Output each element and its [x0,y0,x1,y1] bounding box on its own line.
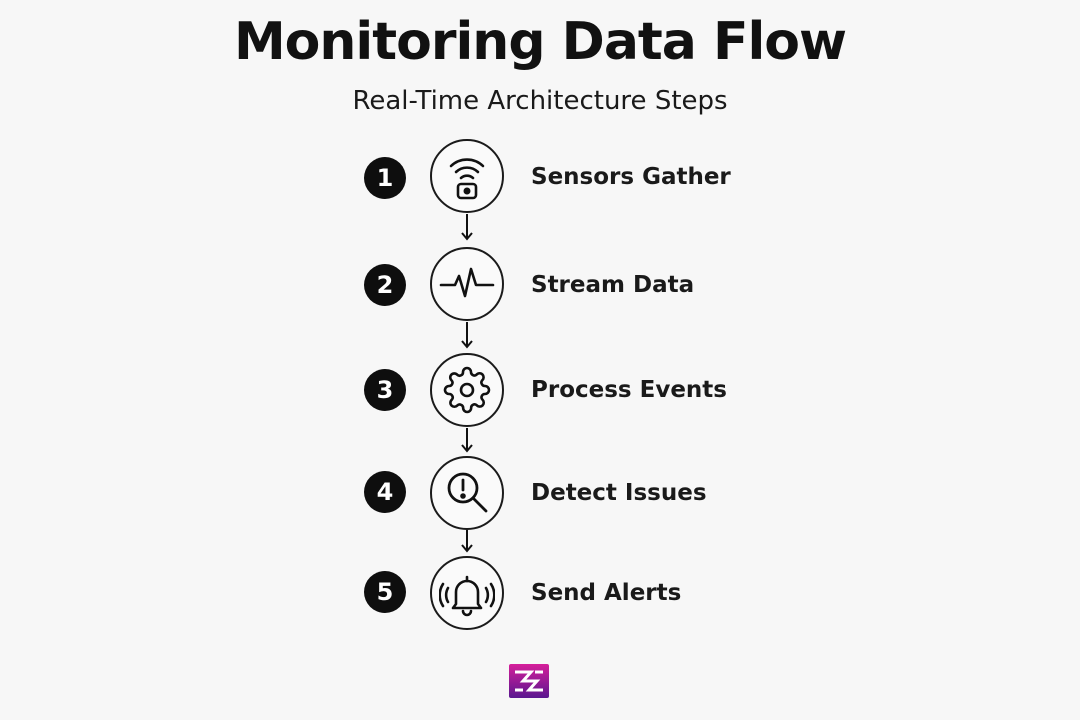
flow-arrow-1 [461,214,473,241]
step-1-number: 1 [364,157,406,199]
flow-arrow-2 [461,322,473,349]
bell-ringing-icon [439,575,495,617]
diagram-subtitle: Real-Time Architecture Steps [352,86,728,116]
gear-icon [443,366,491,414]
brand-logo [509,664,549,698]
step-1-label: Sensors Gather [531,164,731,190]
step-5-icon-circle [430,556,504,630]
step-4-number: 4 [364,471,406,513]
step-3-icon-circle [430,353,504,427]
step-5-number: 5 [364,571,406,613]
step-2-number: 2 [364,264,406,306]
wifi-lock-icon [449,158,485,200]
step-3-label: Process Events [531,377,727,403]
diagram-title: Monitoring Data Flow [233,12,847,72]
flow-arrow-4 [461,530,473,553]
step-5-label: Send Alerts [531,580,682,606]
step-2-icon-circle [430,247,504,321]
step-3-number: 3 [364,369,406,411]
step-4-icon-circle [430,456,504,530]
step-2-label: Stream Data [531,272,695,298]
pulse-icon [439,267,495,298]
step-4-label: Detect Issues [531,480,707,506]
magnifier-alert-icon [447,472,488,513]
flow-arrow-3 [461,428,473,453]
step-1-icon-circle [430,139,504,213]
